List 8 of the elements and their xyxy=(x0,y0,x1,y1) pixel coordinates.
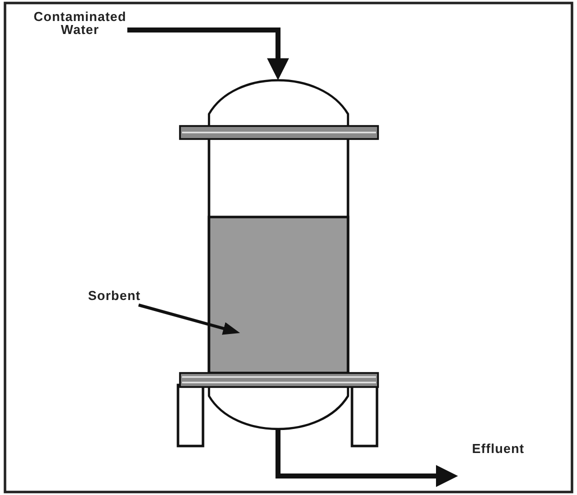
effluent-label: Effluent xyxy=(472,442,524,455)
leader-arrow xyxy=(138,304,240,335)
sorbent-bed xyxy=(208,216,350,374)
sorbent-label: Sorbent xyxy=(88,289,141,302)
inlet-stream-label: Contaminated Water xyxy=(34,10,126,36)
adsorption-column xyxy=(176,79,379,448)
flow-arrow xyxy=(127,28,289,80)
flow-arrow xyxy=(276,430,458,487)
